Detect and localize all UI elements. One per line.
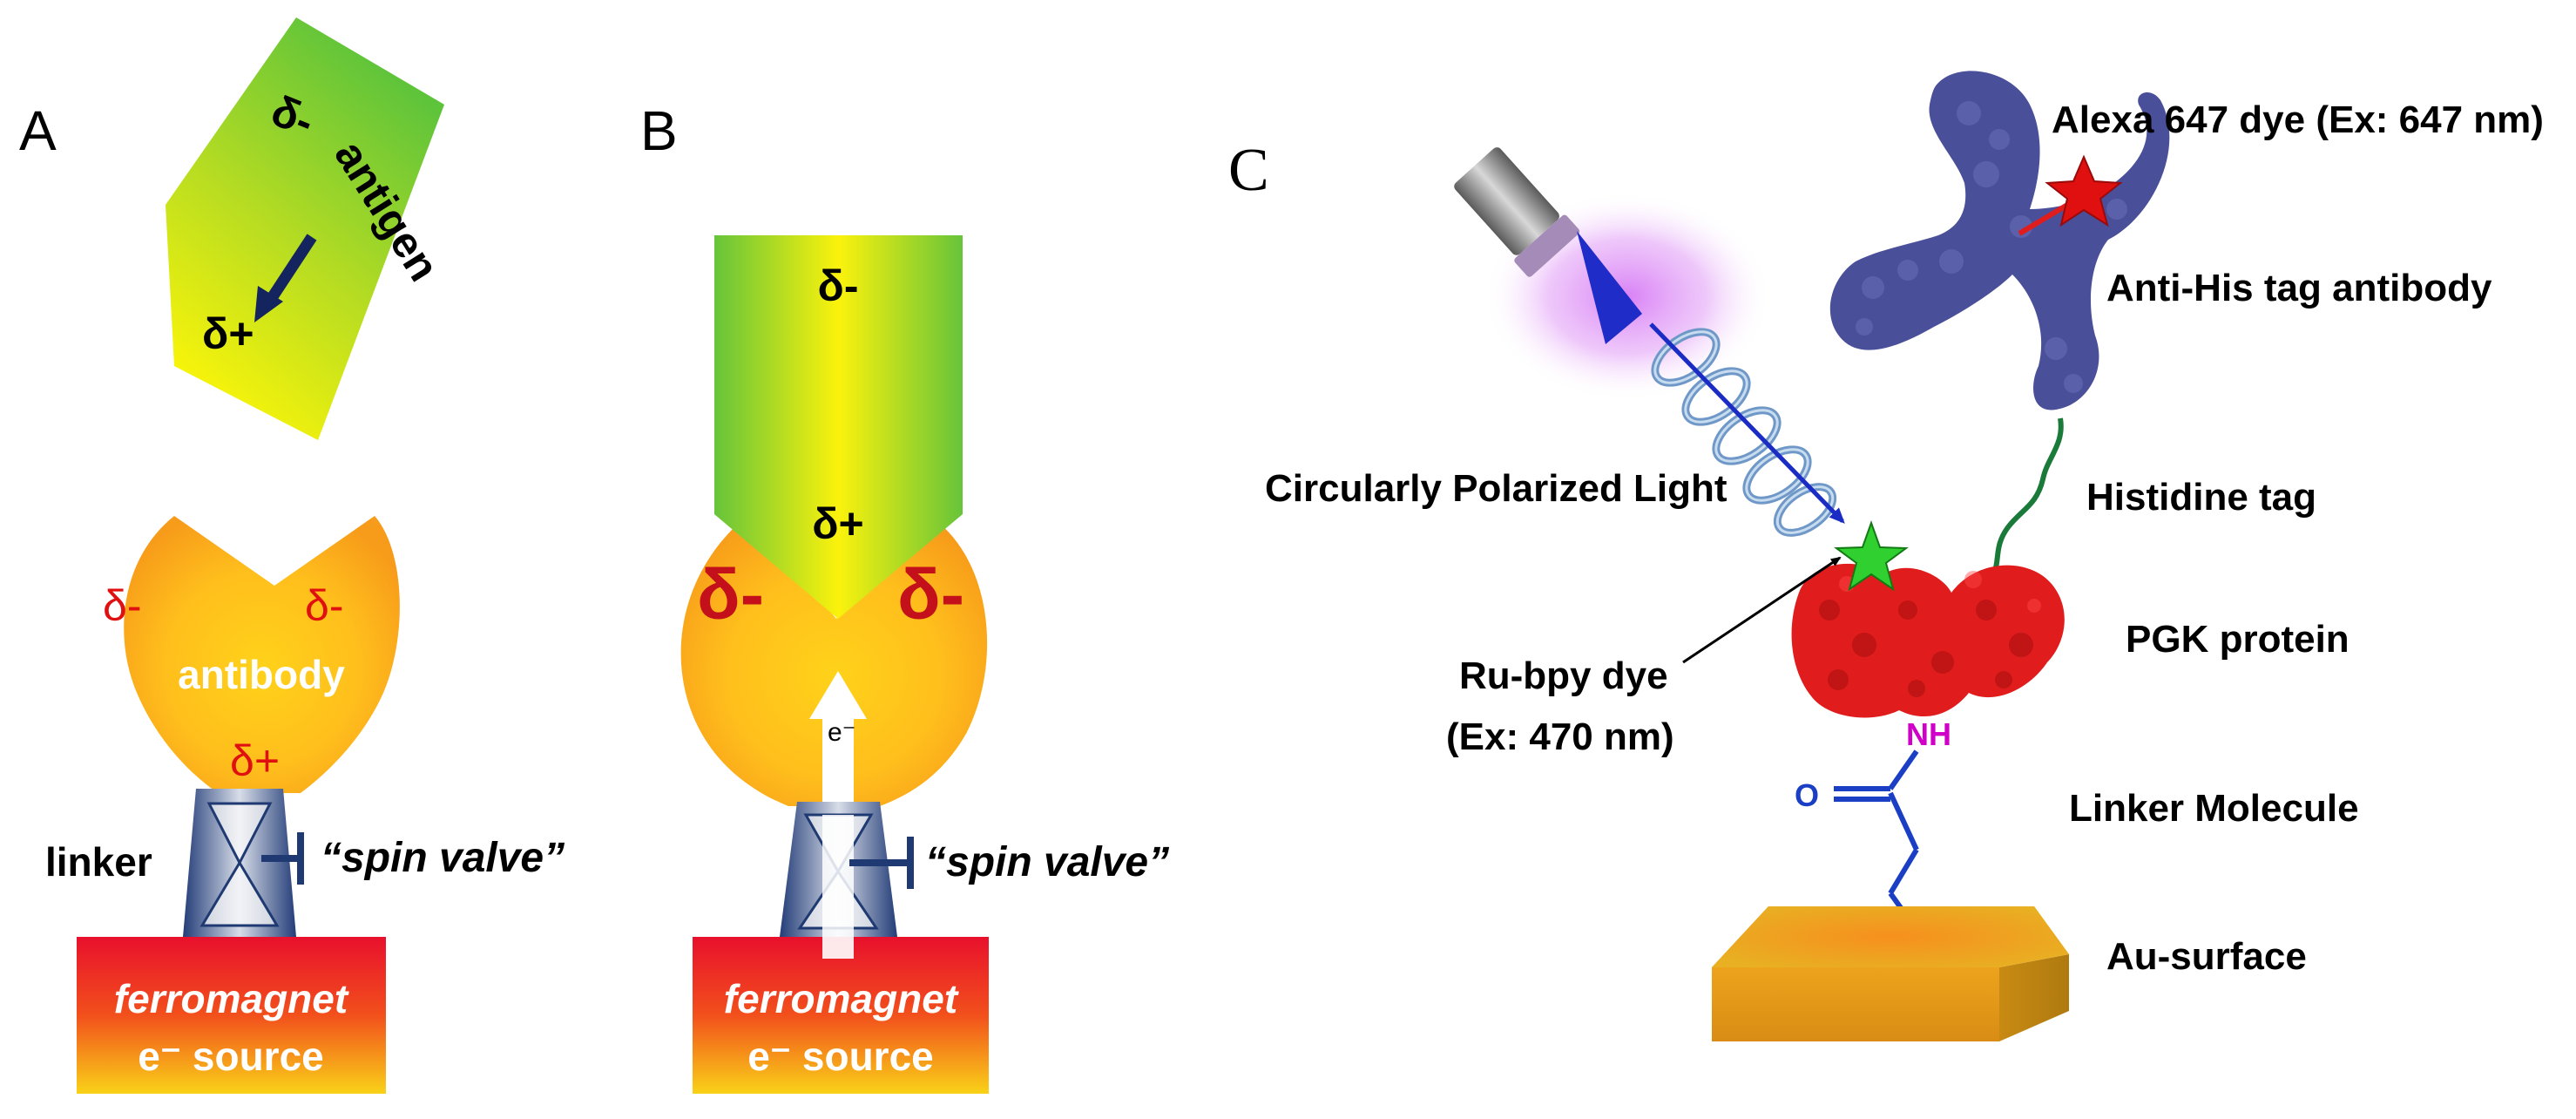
spin-valve-a	[183, 789, 304, 937]
antibody-delta-left: δ-	[103, 581, 141, 630]
bond-nh-c	[1888, 749, 1919, 790]
antibody-delta-right: δ-	[305, 581, 343, 630]
light-label: Circularly Polarized Light	[1265, 467, 1727, 510]
antigen-delta-minus-b: δ-	[818, 261, 859, 310]
protein-label: PGK protein	[2126, 618, 2350, 661]
panel-c-letter: C	[1228, 137, 1269, 204]
panel-c: C Circularly Polarized Light	[1228, 71, 2544, 1041]
spin-valve-label-b: “spin valve”	[925, 839, 1169, 885]
antibody-surface	[1829, 71, 2170, 410]
antibody-shape	[124, 516, 400, 793]
ferromagnet-b: ferromagnet e⁻ source	[693, 937, 989, 1094]
gold-side-face	[1999, 954, 2069, 1041]
antibody-delta-right-b: δ-	[897, 555, 964, 634]
valve-lower-triangle	[199, 860, 280, 927]
spin-valve-b	[780, 802, 914, 937]
antibody-label-c: Anti-His tag antibody	[2106, 267, 2492, 309]
ferromagnet-a: ferromagnet e⁻ source	[77, 937, 386, 1094]
antibody-texture	[1856, 101, 2127, 393]
antibody-delta-plus: δ+	[230, 736, 280, 785]
antibody-delta-left-b: δ-	[697, 555, 764, 634]
antigen-a: δ- antigen δ+	[166, 17, 449, 440]
electron-source-label-b: e⁻ source	[747, 1034, 934, 1079]
surface-label: Au-surface	[2106, 935, 2307, 978]
histidine-label: Histidine tag	[2086, 476, 2316, 519]
ru-dye-pointer	[1682, 556, 1842, 664]
ferromagnet-label-b: ferromagnet	[724, 976, 959, 1021]
antigen-delta-plus-b: δ+	[812, 499, 864, 548]
valve-upper-triangle	[206, 802, 273, 866]
antigen-shape-b	[714, 235, 963, 619]
pgk-protein	[1791, 563, 2065, 718]
ferromagnet-block	[77, 937, 386, 1094]
bond-c-c	[1888, 791, 1919, 851]
histidine-tag-strand	[1992, 417, 2064, 572]
linker-label: linker	[45, 839, 152, 885]
spin-valve-label-a: “spin valve”	[321, 835, 565, 881]
bond-c-c2	[1888, 848, 1919, 895]
panel-b: B δ- δ- e⁻ δ- δ+ “spin valve”	[640, 99, 1169, 1094]
antigen-b: δ- δ+	[714, 235, 963, 619]
torch-body	[1454, 147, 1559, 255]
ferromagnet-block-b	[693, 937, 989, 1094]
panel-a: A δ- antigen δ+ δ- δ- antibody δ+ linker	[19, 17, 565, 1094]
panel-a-letter: A	[19, 99, 57, 162]
dipole-arrow-head	[254, 286, 283, 322]
anti-his-antibody	[1829, 71, 2170, 410]
panel-b-letter: B	[640, 99, 678, 162]
antigen-shape	[166, 17, 444, 440]
electron-label: e⁻	[828, 718, 856, 747]
ru-dye-label-line2: (Ex: 470 nm)	[1446, 715, 1674, 758]
protein-texture	[1819, 600, 2033, 697]
gold-top-face-full	[1712, 906, 2069, 967]
antibody-shape-b	[680, 514, 988, 806]
antigen-delta-plus: δ+	[202, 309, 254, 358]
gold-surface	[1712, 906, 2069, 1041]
antibody-a: δ- δ- antibody δ+	[103, 516, 400, 793]
oxygen-label: O	[1795, 777, 1819, 813]
dipole-arrow-shaft	[265, 234, 317, 304]
ru-dye-label-line1: Ru-bpy dye	[1459, 654, 1668, 697]
torch-head	[1514, 214, 1580, 277]
ru-bpy-dye-star	[1834, 520, 1909, 592]
electron-path-exit	[822, 937, 854, 959]
gold-front-face	[1712, 967, 1999, 1041]
linker-label-c: Linker Molecule	[2069, 787, 2359, 830]
nh-label: NH	[1906, 716, 1951, 752]
light-cone	[1577, 231, 1642, 344]
antibody-label: antibody	[178, 652, 345, 697]
light-direction-arrow	[1649, 322, 1845, 524]
alexa-dye-star	[2045, 154, 2123, 227]
valve-electron-path	[822, 815, 854, 937]
electron-source-label: e⁻ source	[138, 1034, 324, 1079]
ferromagnet-label: ferromagnet	[114, 976, 349, 1021]
alexa-dye-label: Alexa 647 dye (Ex: 647 nm)	[2052, 98, 2544, 141]
light-source-icon	[1454, 147, 1580, 277]
